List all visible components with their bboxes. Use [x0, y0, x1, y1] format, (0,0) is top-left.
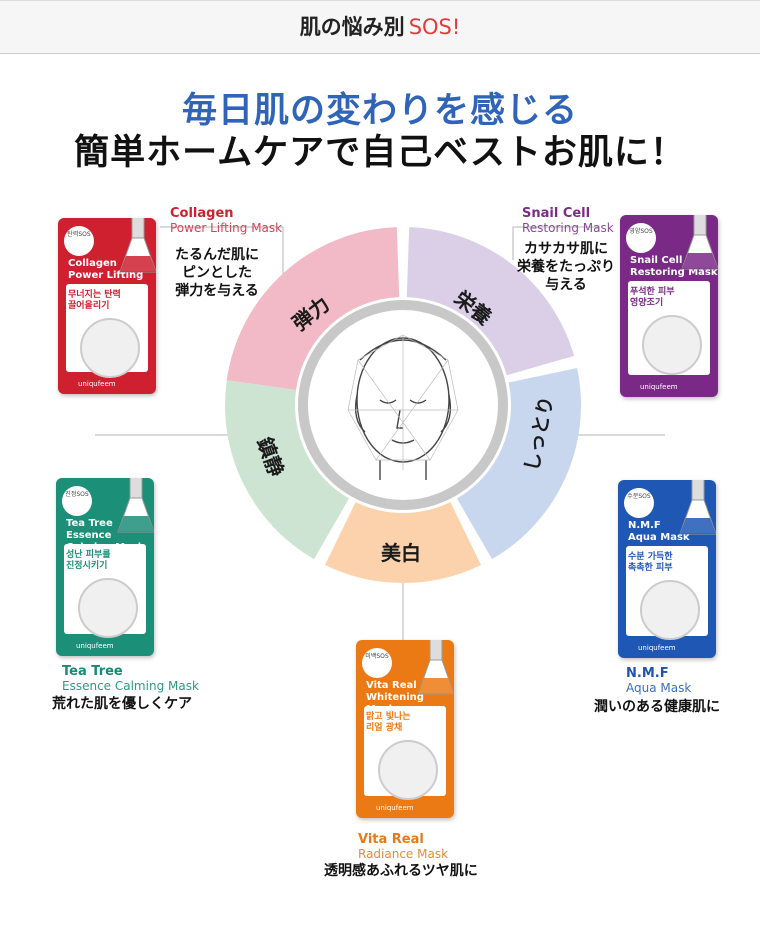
snail-description: カサカサ肌に 栄養をたっぷり 与える	[517, 241, 615, 293]
nmf-description: 潤いのある健康肌に	[594, 699, 720, 715]
flask-icon	[681, 215, 718, 270]
pack-korean-text: 푸석한 피부 영양조기	[630, 287, 675, 308]
header-sos: SOS!	[408, 15, 461, 39]
teatree-description: 荒れた肌を優しくケア	[52, 696, 192, 712]
pack-korean-text: 맑고 빛나는 리얼 광채	[366, 712, 411, 733]
vitareal-mask-pack: 미백SOS Vita Real Whitening Mask 맑고 빛나는 리얼…	[356, 640, 454, 818]
segment-moisture	[457, 367, 582, 560]
pack-product-name: N.M.F Aqua Mask	[628, 520, 690, 543]
pack-face-icon	[642, 315, 702, 375]
pack-face-icon	[378, 740, 438, 800]
flask-icon	[117, 478, 154, 533]
pack-korean-text: 성난 피부를 진정시키기	[66, 550, 111, 571]
segment-label-whitening: 美白	[381, 541, 421, 565]
pack-brand: uniqufeem	[376, 804, 414, 812]
pack-brand: uniqufeem	[638, 644, 676, 652]
connector-snail	[512, 226, 600, 260]
pack-badge: 미백SOS	[362, 648, 392, 678]
header-title-text: 肌の悩み別	[299, 15, 405, 39]
pack-product-name: Collagen Power Lifting	[68, 258, 144, 281]
flask-icon	[119, 218, 156, 273]
snail-name: Snail Cell	[522, 206, 591, 221]
flask-icon	[417, 640, 454, 695]
vitareal-subtitle: Radiance Mask	[358, 847, 449, 861]
vitareal-name: Vita Real	[358, 832, 424, 847]
nmf-subtitle: Aqua Mask	[626, 681, 692, 695]
pack-brand: uniqufeem	[76, 642, 114, 650]
segment-calming	[225, 380, 349, 560]
teatree-subtitle: Essence Calming Mask	[62, 679, 199, 693]
segment-elasticity	[226, 227, 400, 390]
snail-mask-pack: 영양SOS Snail Cell Restoring Mask 푸석한 피부 영…	[620, 215, 718, 397]
teatree-mask-pack: 진정SOS Tea Tree Essence Calming Mask 성난 피…	[56, 478, 154, 656]
segment-whitening	[324, 502, 482, 583]
collagen-description: たるんだ肌に ピンとした 弾力を与える	[175, 247, 259, 299]
pack-product-name: Snail Cell Restoring Mask	[630, 255, 718, 278]
headline-line2: 簡単ホームケアで自己ベストお肌に！	[74, 133, 686, 173]
headline-line1: 毎日肌の変わりを感じる	[181, 91, 578, 131]
nmf-mask-pack: 수분SOS N.M.F Aqua Mask 수분 가득한 촉촉한 피부 uniq…	[618, 480, 716, 658]
nmf-name: N.M.F	[626, 666, 669, 681]
pack-badge: 진정SOS	[62, 486, 92, 516]
pack-badge: 영양SOS	[626, 223, 656, 253]
collagen-mask-pack: 탄력SOS Collagen Power Lifting 무너지는 탄력 끌어올…	[58, 218, 156, 394]
vitareal-description: 透明感あふれるツヤ肌に	[324, 863, 478, 879]
pack-badge: 탄력SOS	[64, 226, 94, 256]
teatree-name: Tea Tree	[62, 664, 123, 679]
pack-brand: uniqufeem	[78, 380, 116, 388]
collagen-name: Collagen	[170, 206, 234, 221]
collagen-subtitle: Power Lifting Mask	[170, 221, 283, 235]
pack-face-icon	[78, 578, 138, 638]
pack-face-icon	[80, 318, 140, 378]
pack-korean-text: 수분 가득한 촉촉한 피부	[628, 552, 673, 573]
face-illustration	[347, 334, 459, 480]
flask-icon	[679, 480, 716, 535]
pack-badge: 수분SOS	[624, 488, 654, 518]
pack-brand: uniqufeem	[640, 383, 678, 391]
pack-korean-text: 무너지는 탄력 끌어올리기	[68, 290, 121, 311]
pack-face-icon	[640, 580, 700, 640]
snail-subtitle: Restoring Mask	[522, 221, 614, 235]
wheel-segments	[225, 227, 582, 583]
segment-nutrition	[406, 227, 575, 376]
